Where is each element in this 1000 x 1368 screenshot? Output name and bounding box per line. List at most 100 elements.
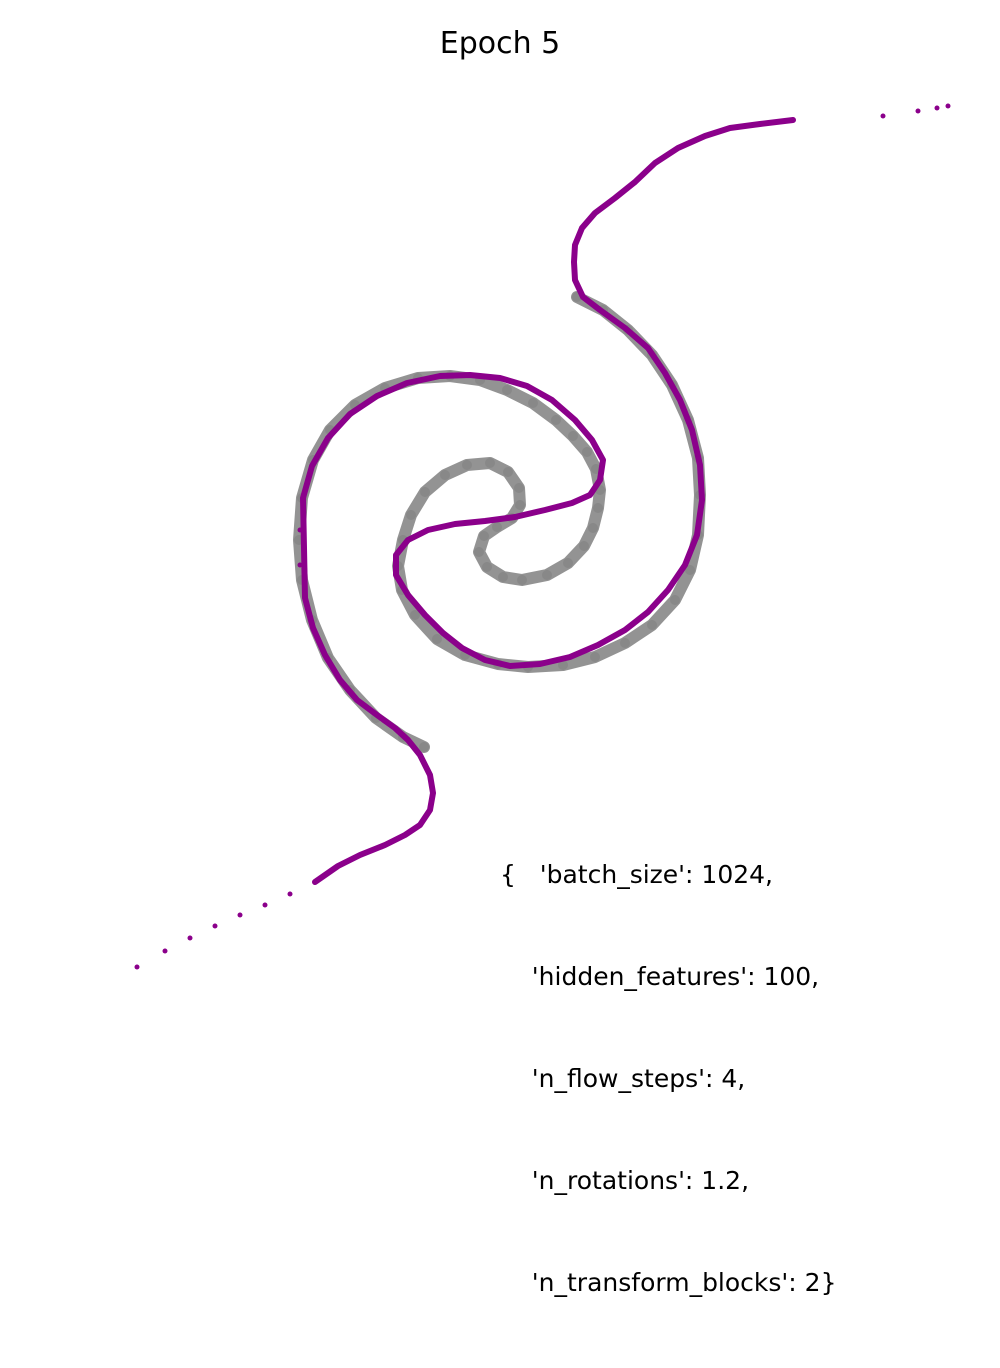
model-point	[524, 383, 530, 389]
model-point	[335, 863, 341, 869]
target-point	[593, 503, 603, 513]
config-line: { 'batch_size': 1024,	[500, 860, 773, 889]
model-point	[632, 179, 638, 185]
model-point	[694, 532, 700, 538]
figure: Epoch 5 { 'batch_size': 1024, 'hidden_fe…	[134, 26, 951, 1297]
target-band	[293, 291, 706, 753]
target-point	[588, 523, 598, 533]
target-point	[406, 510, 416, 520]
target-point	[498, 572, 508, 582]
model-point	[427, 772, 433, 778]
model-point	[404, 380, 410, 386]
model-point	[702, 133, 708, 139]
model-point	[677, 397, 683, 403]
model-point	[622, 325, 628, 331]
model-point	[537, 661, 543, 667]
model-point	[297, 562, 303, 568]
model-point	[300, 495, 306, 501]
model-point	[297, 527, 303, 533]
model-point	[392, 725, 398, 731]
target-point	[515, 500, 525, 510]
chart-title: Epoch 5	[439, 26, 561, 61]
model-point	[569, 500, 575, 506]
model-point	[790, 117, 796, 123]
model-point	[374, 712, 380, 718]
target-point	[419, 742, 429, 752]
model-point	[567, 654, 573, 660]
model-point	[393, 572, 399, 578]
model-point	[589, 437, 595, 443]
model-point	[405, 737, 411, 743]
model-point	[440, 630, 446, 636]
target-point	[579, 541, 589, 551]
model-point	[572, 277, 578, 283]
model-point	[757, 121, 763, 127]
model-point	[572, 417, 578, 423]
model-point	[430, 790, 436, 796]
model-point	[622, 627, 628, 633]
model-point	[287, 891, 293, 897]
model-point	[697, 462, 703, 468]
model-point	[212, 923, 218, 929]
model-point	[665, 587, 671, 593]
model-point	[134, 964, 140, 970]
target-point	[514, 483, 524, 493]
model-samples-series	[134, 103, 951, 970]
model-point	[595, 642, 601, 648]
model-band	[300, 117, 796, 885]
model-point	[482, 657, 488, 663]
model-point	[162, 948, 168, 954]
target-point	[482, 562, 492, 572]
target-point	[647, 620, 657, 630]
model-point	[612, 195, 618, 201]
model-point	[417, 822, 423, 828]
target-point	[517, 575, 527, 585]
model-point	[512, 514, 518, 520]
target-point	[440, 470, 450, 480]
model-point	[482, 518, 488, 524]
target-point	[670, 595, 680, 605]
model-point	[309, 463, 315, 469]
config-line: 'n_transform_blocks': 2}	[500, 1268, 837, 1297]
model-point	[934, 105, 940, 111]
target-point	[551, 415, 561, 425]
model-point	[237, 912, 243, 918]
target-point	[420, 487, 430, 497]
model-point	[354, 697, 360, 703]
model-point	[579, 225, 585, 231]
model-point	[507, 663, 513, 669]
config-annotation: { 'batch_size': 1024, 'hidden_features':…	[500, 790, 836, 1368]
model-point	[945, 103, 951, 109]
model-point	[542, 507, 548, 513]
model-point	[322, 652, 328, 658]
model-point	[662, 370, 668, 376]
model-point	[262, 902, 268, 908]
model-point	[549, 397, 555, 403]
model-point	[417, 752, 423, 758]
target-point	[582, 447, 592, 457]
model-point	[652, 160, 658, 166]
config-line: 'hidden_features': 100,	[500, 962, 820, 991]
target-point	[568, 431, 578, 441]
model-point	[337, 677, 343, 683]
model-point	[437, 373, 443, 379]
model-point	[393, 552, 399, 558]
target-point	[502, 385, 512, 395]
model-point	[597, 477, 603, 483]
spiral-scatter-plot	[134, 103, 951, 970]
model-point	[310, 625, 316, 631]
target-point	[620, 638, 630, 648]
target-point	[479, 531, 489, 541]
target-point	[563, 558, 573, 568]
model-point	[645, 345, 651, 351]
model-point	[682, 562, 688, 568]
target-point	[410, 610, 420, 620]
model-point	[459, 645, 465, 651]
model-point	[382, 842, 388, 848]
model-point	[374, 393, 380, 399]
model-point	[727, 125, 733, 131]
model-point	[880, 113, 886, 119]
model-point	[580, 294, 586, 300]
model-point	[187, 935, 193, 941]
model-point	[600, 457, 606, 463]
